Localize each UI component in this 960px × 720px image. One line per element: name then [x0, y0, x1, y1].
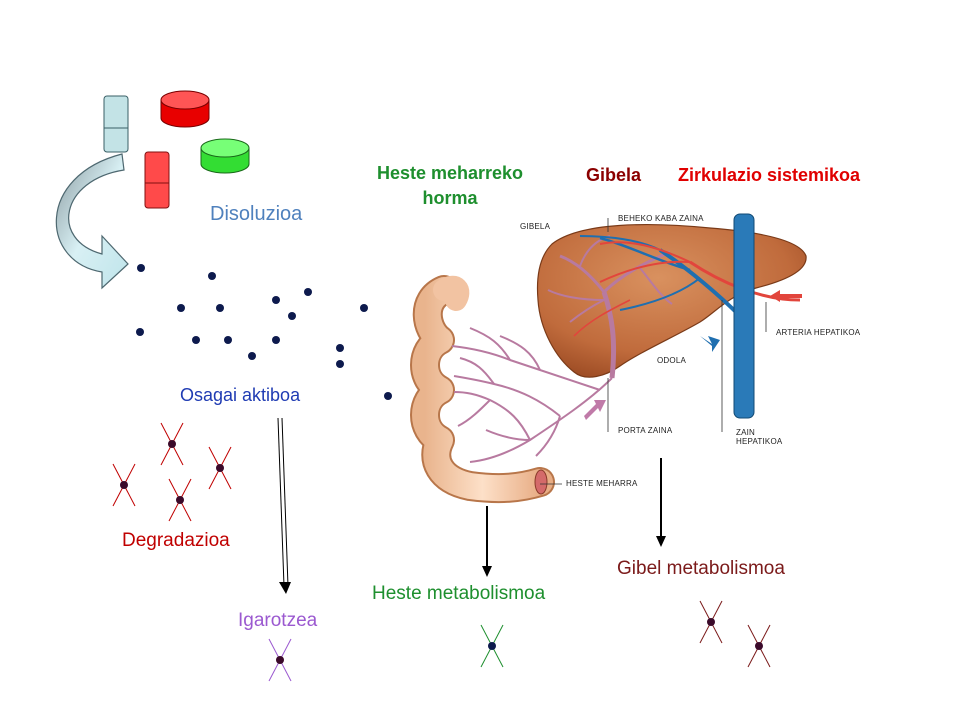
metabolite-marks [112, 422, 771, 682]
metabolite-mark [268, 638, 292, 682]
vein-flow-arrow [700, 336, 720, 352]
anatomy-label-vena-cava: BEHEKO KABA ZAINA [618, 214, 704, 223]
anatomy-label-hepatic-vein-line2: HEPATIKOA [736, 437, 783, 447]
anatomy-label-gibela: GIBELA [520, 222, 551, 231]
artery-flow-arrow [770, 290, 802, 302]
excretion-arrow [277, 417, 291, 594]
anatomy-label-blood: ODOLA [657, 356, 687, 365]
capsule-red [144, 151, 170, 209]
anatomy-label-hepatic-vein-line1: ZAIN [736, 428, 756, 437]
disolution-label: Disoluzioa [210, 203, 303, 225]
leader-lines [540, 218, 767, 485]
vena-cava [733, 213, 755, 419]
degradation-label: Degradazioa [122, 530, 230, 551]
metabolite-mark [747, 624, 771, 668]
tablet-red [160, 90, 210, 128]
gut-wall-heading-line1: Heste meharreko [376, 163, 524, 183]
metabolite-mark [699, 600, 723, 644]
curved-arrow-icon [55, 153, 129, 290]
liver-heading: Gibela [586, 165, 642, 185]
active-ingredient-label: Osagai aktiboa [180, 385, 301, 405]
portal-flow-arrow [584, 400, 606, 420]
metabolite-mark [112, 463, 136, 507]
excretion-label: Igarotzea [238, 610, 318, 631]
gut-metabolism-label: Heste metabolismoa [372, 583, 546, 604]
small-intestine [410, 275, 613, 504]
metabolite-mark [208, 446, 232, 490]
gut-wall-heading-line2: horma [422, 187, 478, 208]
metabolite-mark [480, 624, 504, 668]
anatomy-label-small-intestine: HESTE MEHARRA [566, 479, 638, 488]
gut-metabolism-arrow [482, 506, 492, 577]
anatomy-label-hepatic-vein: ZAIN HEPATIKOA [736, 428, 782, 446]
systemic-heading: Zirkulazio sistemikoa [678, 165, 861, 185]
anatomy-label-portal-vein: PORTA ZAINA [618, 426, 673, 435]
metabolite-mark [168, 478, 192, 522]
liver-illustration [536, 224, 807, 379]
anatomy-label-hepatic-artery: ARTERIA HEPATIKOA [776, 328, 861, 337]
liver-metabolism-arrow [656, 458, 666, 547]
metabolite-mark [160, 422, 184, 466]
liver-metabolism-label: Gibel metabolismoa [617, 558, 785, 579]
tablet-green [200, 138, 250, 174]
gut-wall-heading: Heste meharreko horma [360, 163, 540, 208]
molecule-dots [136, 264, 392, 400]
capsule-blue [103, 95, 129, 153]
